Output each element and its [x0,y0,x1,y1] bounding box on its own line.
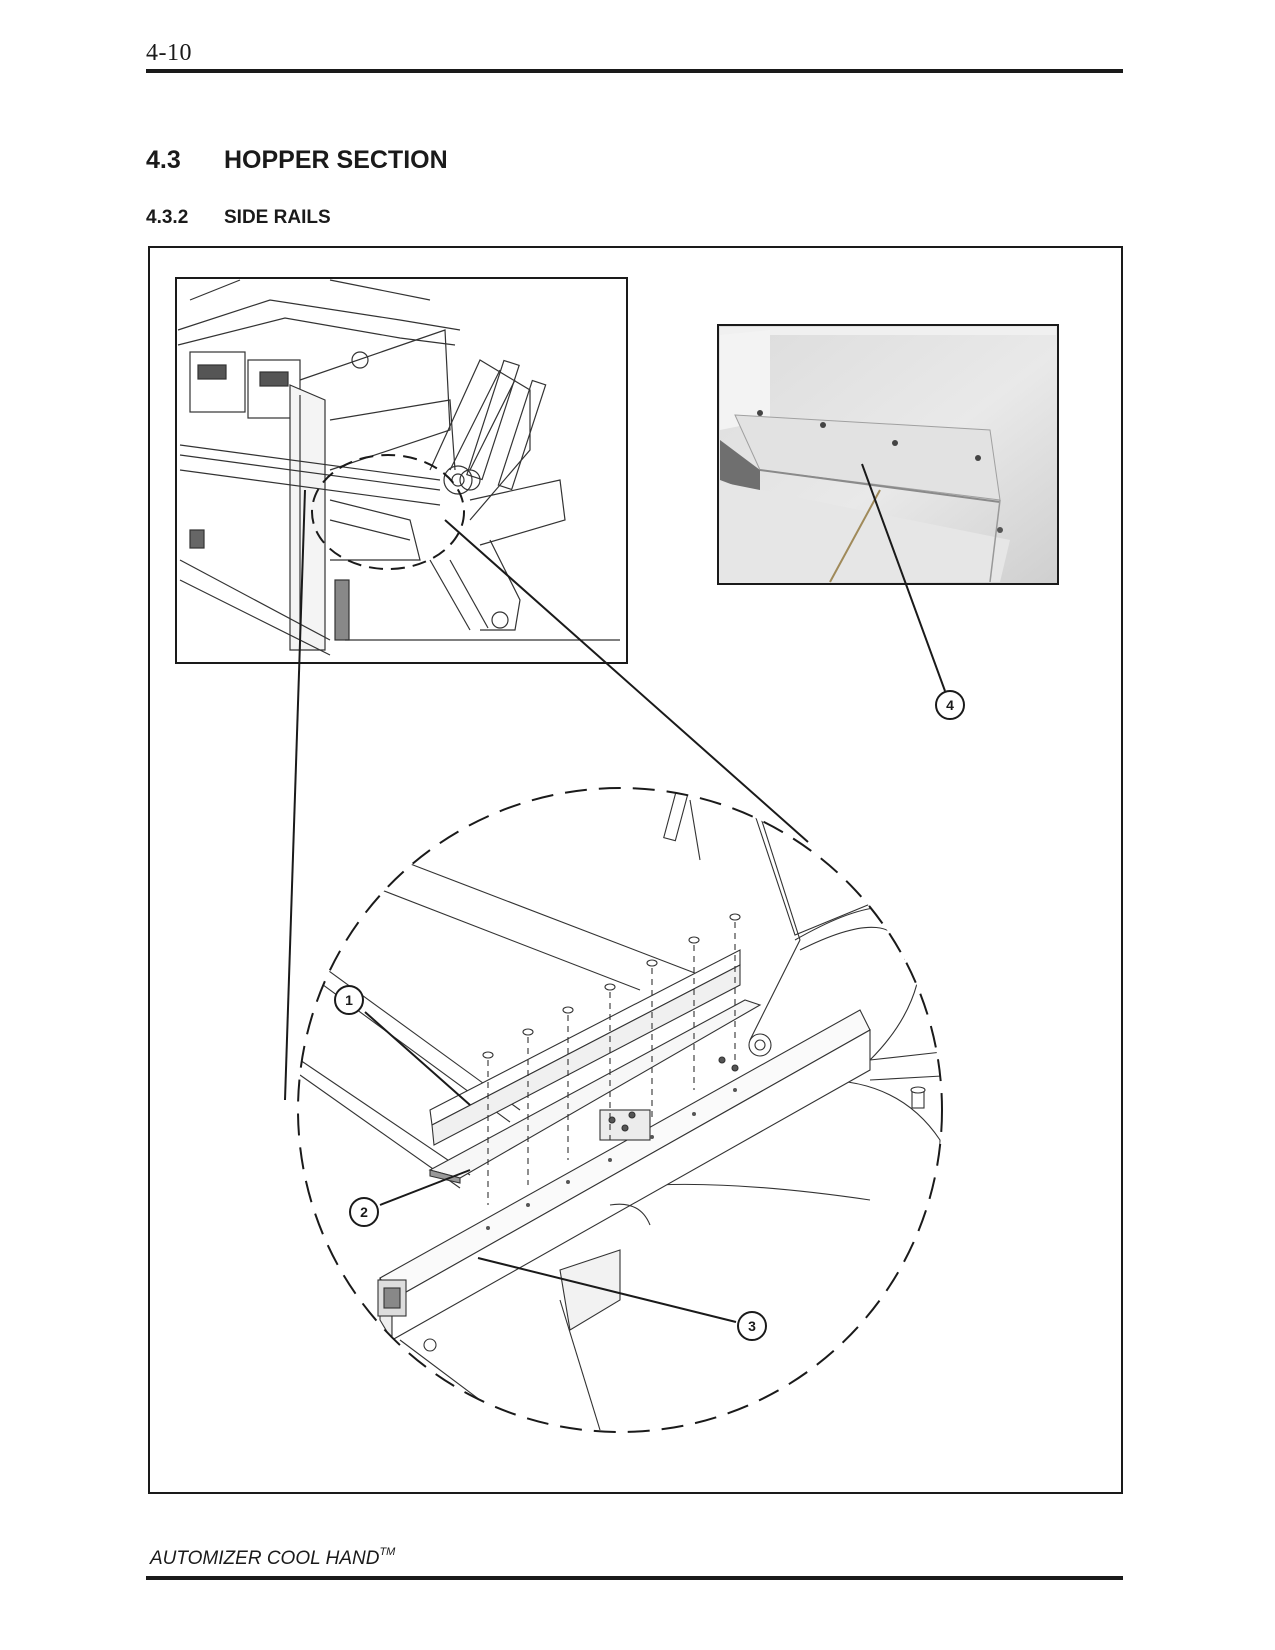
footer-product-name: AUTOMIZER COOL HAND [150,1548,380,1569]
callout-3: 3 [477,1257,767,1341]
zoom-leader-left [284,489,306,1101]
callout-4: 4 [861,463,965,720]
section-title: HOPPER SECTION [224,146,448,174]
footer-title: AUTOMIZER COOL HANDTM [150,1546,396,1570]
page-number: 4-10 [146,40,192,66]
callout-label-4: 4 [946,697,954,713]
subsection-heading: 4.3.2 SIDE RAILS [146,207,331,229]
callout-2: 2 [349,1169,471,1227]
section-heading: 4.3 HOPPER SECTION [146,146,448,175]
overview-inset [175,277,628,664]
section-number: 4.3 [146,146,181,174]
header-rule [146,69,1123,73]
callout-label-2: 2 [360,1204,368,1220]
figure-frame [148,246,1123,1494]
trademark-mark: TM [379,1546,396,1558]
photo-inset [717,324,1059,585]
callout-1: 1 [334,985,471,1106]
footer-rule [146,1576,1123,1580]
subsection-number: 4.3.2 [146,207,189,228]
zoom-leader-right [444,519,809,843]
detail-view [297,787,943,1433]
callout-label-1: 1 [345,992,353,1008]
callout-label-3: 3 [748,1318,756,1334]
subsection-title: SIDE RAILS [224,207,331,228]
